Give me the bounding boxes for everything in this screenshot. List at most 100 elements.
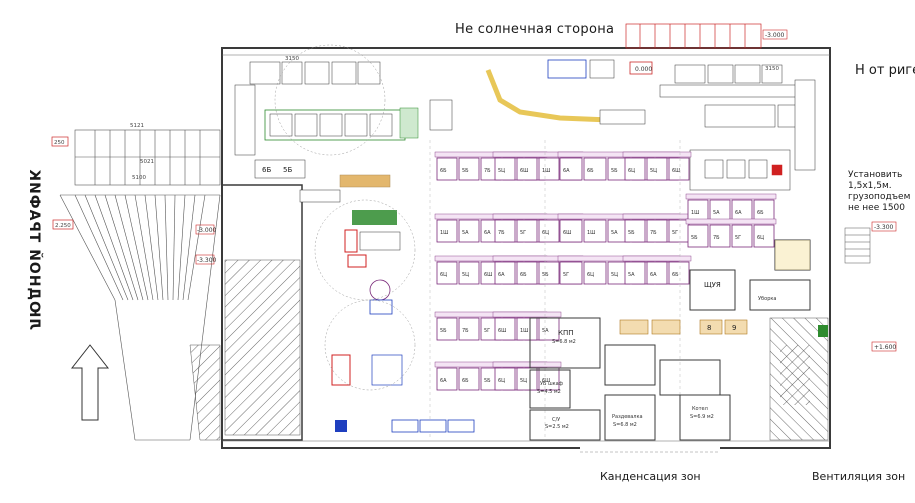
display-fixture bbox=[583, 261, 607, 285]
fixture-code-label: 5Б bbox=[611, 168, 618, 174]
fixture-code-label: 5Ц bbox=[611, 272, 618, 278]
display-fixture bbox=[516, 261, 538, 285]
sunny-side-label: Не солнечная сторона bbox=[455, 22, 615, 37]
fixture-code-label: 5Ц bbox=[498, 168, 505, 174]
display-fixture bbox=[494, 367, 516, 391]
fixture-header-bar bbox=[622, 213, 692, 220]
fixture-code-label: 6Б bbox=[587, 168, 594, 174]
dim-250-box bbox=[51, 136, 69, 147]
room-razdevalka-area: S=6.8 м2 bbox=[613, 422, 637, 428]
room-tsh: ЩУЯ bbox=[704, 281, 721, 289]
room-kpp-area: S=6.8 м2 bbox=[552, 339, 576, 345]
fixture-code-label: 5Г bbox=[484, 328, 490, 334]
left-annex bbox=[221, 184, 303, 441]
fixture-code-label: 6Ш bbox=[520, 168, 529, 174]
fixture-code-label: 5Г bbox=[672, 230, 678, 236]
fixture-code-label: 5Г bbox=[563, 272, 569, 278]
display-fixture bbox=[624, 157, 646, 181]
display-fixture bbox=[624, 219, 646, 243]
fixture-code-label: 6Ц bbox=[542, 230, 549, 236]
fixture-code-label: 1Ш bbox=[542, 168, 551, 174]
display-fixture bbox=[709, 224, 731, 248]
display-fixture bbox=[559, 219, 583, 243]
fixture-header-bar bbox=[622, 151, 692, 158]
right-lower-hatched bbox=[780, 345, 810, 405]
display-fixture bbox=[494, 261, 516, 285]
fixture-code-label: 5Б bbox=[462, 168, 469, 174]
fixture-code-label: 6Ш bbox=[672, 168, 681, 174]
fixture-code-label: 6А bbox=[650, 272, 657, 278]
install-note: Установить 1,5х1,5м. грузоподъем не нее … bbox=[848, 170, 911, 213]
top-right-fixtures bbox=[659, 64, 816, 191]
counter-9: 9 bbox=[732, 324, 736, 332]
fixture-5b-1: 5Б bbox=[283, 166, 292, 174]
fixture-code-label: 5Б bbox=[542, 272, 549, 278]
display-fixture bbox=[494, 157, 516, 181]
fixture-header-bar bbox=[492, 311, 562, 318]
level-top-green: 0.000 bbox=[635, 66, 652, 73]
green-door bbox=[818, 325, 828, 337]
fixture-code-label: 5Б bbox=[440, 328, 447, 334]
left-annex-hatch bbox=[224, 259, 301, 436]
dim-3150-a: 3150 bbox=[285, 56, 299, 62]
traffic-arrow bbox=[70, 344, 110, 421]
display-fixture bbox=[436, 261, 458, 285]
display-fixture bbox=[624, 261, 646, 285]
fixture-code-label: 6А bbox=[440, 378, 447, 384]
fixture-code-label: 5Ц bbox=[462, 272, 469, 278]
dim-stair-low: 5100 bbox=[132, 175, 146, 181]
fixture-code-label: 6А bbox=[498, 272, 505, 278]
dim-2250-box bbox=[52, 219, 74, 230]
display-fixture bbox=[583, 157, 607, 181]
entrance-stairs bbox=[74, 129, 221, 186]
checkout-area bbox=[299, 174, 475, 433]
fixture-code-label: 6А bbox=[735, 210, 742, 216]
display-fixture bbox=[516, 219, 538, 243]
display-fixture bbox=[559, 261, 583, 285]
display-fixture bbox=[516, 157, 538, 181]
swing-circle-3 bbox=[274, 44, 386, 156]
fixture-code-label: 6Б bbox=[520, 272, 527, 278]
fixture-code-label: 7Б bbox=[650, 230, 657, 236]
swing-circle-1 bbox=[314, 199, 416, 301]
fixture-code-label: 5Ц bbox=[520, 378, 527, 384]
display-fixture bbox=[458, 261, 480, 285]
fixture-code-label: 5Б bbox=[691, 235, 698, 241]
top-left-shelving bbox=[234, 61, 419, 179]
fixture-code-label: 6А bbox=[484, 230, 491, 236]
fixture-code-label: 7Б bbox=[713, 235, 720, 241]
fixture-header-bar bbox=[685, 193, 777, 200]
room-razdevalka: Раздевалка bbox=[612, 414, 643, 420]
fixture-header-bar bbox=[492, 361, 562, 368]
level-left-mid: -3.000 bbox=[197, 227, 217, 234]
fixture-code-label: 5Б bbox=[628, 230, 635, 236]
fixture-6b-1: 6Б bbox=[262, 166, 271, 174]
fixture-code-label: 5А bbox=[611, 230, 618, 236]
display-fixture bbox=[687, 224, 709, 248]
fixture-code-label: 7Б bbox=[484, 168, 491, 174]
display-fixture bbox=[646, 261, 668, 285]
display-fixture bbox=[436, 317, 458, 341]
room-ub-area: S=4.5 м2 bbox=[537, 389, 561, 395]
display-fixture bbox=[753, 224, 775, 248]
fixture-code-label: 5Г bbox=[735, 235, 741, 241]
dim-stair-top: 5121 bbox=[130, 123, 144, 129]
dim-250: 250 bbox=[54, 140, 65, 146]
fixture-code-label: 6Ш bbox=[484, 272, 493, 278]
fixture-code-label: 6Б bbox=[462, 378, 469, 384]
fixture-code-label: 5Б bbox=[484, 378, 491, 384]
fixture-code-label: 1Ш bbox=[691, 210, 700, 216]
fixture-code-label: 1Ш bbox=[587, 230, 596, 236]
display-fixture bbox=[436, 219, 458, 243]
room-su: С/У bbox=[552, 417, 560, 423]
room-kpp: КПП bbox=[558, 329, 574, 337]
fixture-code-label: 7Б bbox=[462, 328, 469, 334]
room-uborka: Уборка bbox=[758, 296, 776, 302]
level-top-right-box bbox=[762, 29, 788, 40]
fixture-code-label: 6Ц bbox=[440, 272, 447, 278]
room-su-area: S=2.5 м2 bbox=[545, 424, 569, 430]
fixture-code-label: 6Б bbox=[672, 272, 679, 278]
display-fixture bbox=[458, 317, 480, 341]
level-left-low: -3.300 bbox=[197, 257, 217, 264]
